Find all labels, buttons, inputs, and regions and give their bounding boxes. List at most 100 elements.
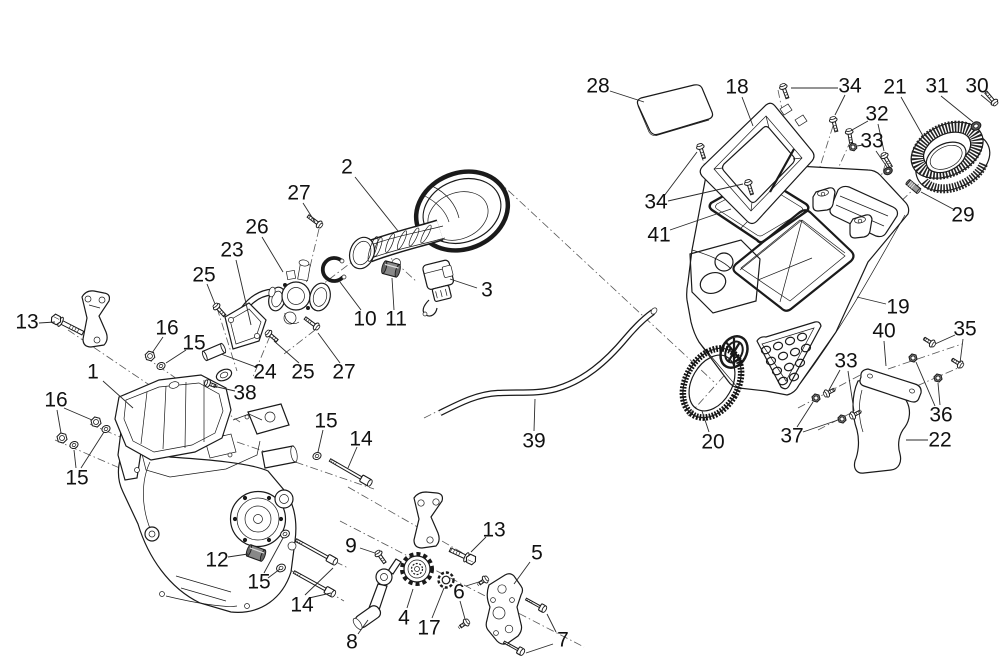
part-screw-34c [696,143,707,160]
callout-32: 32 [851,103,889,152]
part-number-label: 16 [155,317,178,340]
part-clamp-ring [320,256,347,283]
part-number-label: 13 [15,311,38,334]
leader-line [920,191,954,210]
part-screw-30 [984,90,999,107]
part-number-label: 33 [834,350,857,373]
callout-39: 39 [522,398,546,453]
callout-10: 10 [339,281,377,331]
leader-line [431,587,445,619]
callout-15: 15 [247,537,284,594]
callout-18: 18 [725,76,754,127]
callout-23: 23 [220,239,252,326]
callout-26: 26 [245,216,284,273]
leader-line [391,277,395,311]
leader-line [261,236,284,273]
callout-38: 38 [212,382,257,405]
part-nut-36a [908,353,918,363]
part-number-label: 27 [332,361,355,384]
leader-line [151,336,164,354]
assembly-axis [810,125,834,196]
callout-16: 16 [44,389,93,434]
callout-15: 15 [165,332,206,364]
leader-line [73,449,77,469]
part-nut-16b [90,416,102,428]
callout-33: 33 [828,350,858,412]
assembly-axis [347,486,469,557]
part-airbox-cover [699,102,815,233]
leader-line [609,90,645,103]
leader-line [940,95,974,123]
part-washer-31 [970,121,982,131]
part-intake-duct [348,169,511,270]
assembly-axis [236,441,375,490]
part-screw-32a [844,128,854,144]
part-number-label: 22 [928,429,951,452]
part-number-label: 15 [65,467,88,490]
part-number-label: 11 [385,308,407,331]
callout-31: 31 [925,75,974,123]
part-air-filter [910,120,991,194]
part-engine [114,368,298,613]
callout-21: 21 [883,76,924,137]
part-bolt-7a [524,597,548,613]
callout-12: 12 [205,549,249,572]
part-screw-32b [880,151,893,169]
callout-20: 20 [701,410,725,454]
part-washer-15d [69,440,79,450]
part-number-label: 35 [953,318,976,341]
part-sprocket [400,552,434,586]
callout-2: 2 [341,156,399,232]
leader-line [934,334,956,345]
part-washer-15b [312,451,322,461]
callout-13: 13 [470,519,506,553]
part-number-label: 16 [44,389,67,412]
leader-line [937,382,941,406]
leader-line [302,202,316,223]
leader-line [357,619,369,635]
leader-line [317,332,341,364]
callout-34: 34 [791,75,862,116]
part-bolt-14b [294,538,339,566]
part-number-label: 26 [245,216,268,239]
part-airbox [686,161,910,396]
part-number-label: 28 [586,75,609,98]
leader-line [102,380,134,409]
part-screw-25a [212,302,227,318]
part-bolt-13b [448,547,477,566]
part-number-label: 1 [87,361,99,384]
leader-line [347,446,358,469]
part-number-label: 14 [290,594,314,617]
leader-line [980,94,993,105]
part-number-label: 20 [701,431,724,454]
callout-15: 15 [65,431,105,490]
callout-34: 34 [644,151,744,214]
callout-28: 28 [586,75,645,103]
leader-line [227,553,249,558]
part-screw-34a [779,83,790,100]
part-number-label: 27 [287,182,310,205]
part-gear-lever [352,558,402,630]
part-number-label: 12 [205,549,228,572]
part-number-label: 30 [965,75,988,98]
part-screw-35b [950,357,965,369]
callout-22: 22 [906,429,952,452]
part-number-label: 4 [398,607,410,630]
leader-line [304,567,334,596]
leader-line [267,568,281,579]
callout-27: 27 [287,182,316,223]
leader-line [959,338,964,364]
assembly-axis [496,179,715,383]
part-screw-33d [848,409,863,420]
part-drain-hose [438,307,658,416]
part-stud-29 [905,178,922,195]
part-screw-33c [822,387,837,398]
part-bolt-13a [50,313,85,336]
callout-30: 30 [965,75,993,105]
leader-line [856,296,887,305]
callout-35: 35 [934,318,977,364]
assembly-axis [902,367,959,393]
callout-6: 6 [453,581,483,620]
leader-line [802,419,839,433]
callout-15: 15 [314,410,338,453]
